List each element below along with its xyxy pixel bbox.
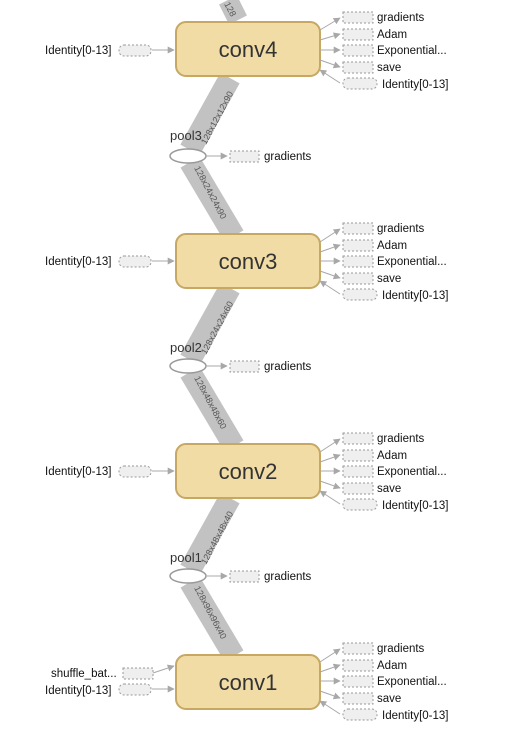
edge-pool1-conv1	[180, 576, 244, 662]
pool2-node[interactable]	[169, 358, 207, 374]
conv4-out-save: save	[377, 62, 401, 74]
conv2-out-adam: Adam	[377, 450, 407, 462]
pool2-out-node[interactable]	[229, 360, 260, 373]
conv1-out-exp-node[interactable]	[342, 675, 374, 688]
conv3-input-label: Identity[0-13]	[45, 256, 111, 268]
conv2-input-node[interactable]	[118, 465, 152, 478]
pool1-node[interactable]	[169, 568, 207, 584]
pool3-block: pool3 gradients	[169, 128, 312, 164]
conv3-out-save-node[interactable]	[342, 272, 374, 285]
conv4-out-adam-node[interactable]	[342, 28, 374, 41]
edge-conv4-pool3	[180, 72, 240, 156]
conv1-block: shuffle_bat... Identity[0-13] conv1 grad…	[45, 642, 448, 722]
conv3-input-node[interactable]	[118, 255, 152, 268]
conv1-label: conv1	[219, 670, 278, 695]
conv3-out-gradients-node[interactable]	[342, 222, 374, 235]
conv4-input-label: Identity[0-13]	[45, 45, 111, 57]
conv2-out-gradients: gradients	[377, 433, 425, 445]
conv1-input-identity-node[interactable]	[118, 683, 152, 696]
conv2-out-exp: Exponential...	[377, 466, 447, 478]
conv2-out-gradients-node[interactable]	[342, 432, 374, 445]
conv3-out-adam: Adam	[377, 240, 407, 252]
conv3-out-exp-node[interactable]	[342, 255, 374, 268]
conv1-out-adam-node[interactable]	[342, 659, 374, 672]
conv2-out-adam-node[interactable]	[342, 449, 374, 462]
conv1-out-adam: Adam	[377, 660, 407, 672]
conv1-out-gradients-node[interactable]	[342, 642, 374, 655]
conv4-out-gradients: gradients	[377, 12, 425, 24]
conv3-out-save: save	[377, 273, 401, 285]
conv1-out-save-node[interactable]	[342, 692, 374, 705]
conv1-node[interactable]	[175, 654, 321, 710]
conv3-label: conv3	[219, 249, 278, 274]
conv4-out-exp-node[interactable]	[342, 44, 374, 57]
conv3-out-adam-node[interactable]	[342, 239, 374, 252]
conv1-out-gradients: gradients	[377, 643, 425, 655]
conv2-out-save: save	[377, 483, 401, 495]
edge-top	[219, 0, 247, 25]
conv3-out-gradients: gradients	[377, 223, 425, 235]
conv4-out-identity: Identity[0-13]	[382, 79, 448, 91]
conv4-out-exp: Exponential...	[377, 45, 447, 57]
conv1-out-identity-node[interactable]	[342, 708, 378, 721]
conv4-node[interactable]	[175, 21, 321, 77]
conv1-input-label-shuffle: shuffle_bat...	[51, 668, 117, 680]
conv2-out-identity-node[interactable]	[342, 498, 378, 511]
pool3-out-label: gradients	[264, 151, 312, 163]
conv2-out-identity: Identity[0-13]	[382, 500, 448, 512]
conv4-out-save-node[interactable]	[342, 61, 374, 74]
conv4-out-identity-node[interactable]	[342, 77, 378, 90]
conv3-out-identity-node[interactable]	[342, 288, 378, 301]
edge-pool3-conv3	[180, 156, 244, 242]
conv1-out-exp: Exponential...	[377, 676, 447, 688]
pool2-out-label: gradients	[264, 361, 312, 373]
conv4-block: Identity[0-13] conv4 gradients Adam Expo…	[45, 11, 448, 91]
pool1-block: pool1 gradients	[169, 550, 312, 584]
conv1-input-shuffle-node[interactable]	[122, 667, 154, 680]
pool1-out-label: gradients	[264, 571, 312, 583]
pool1-out-node[interactable]	[229, 570, 260, 583]
conv4-label: conv4	[219, 37, 278, 62]
conv4-out-gradients-node[interactable]	[342, 11, 374, 24]
conv1-input-label-identity: Identity[0-13]	[45, 685, 111, 697]
edge-conv3-pool2	[180, 282, 240, 366]
pool3-out-node[interactable]	[229, 150, 260, 163]
pool3-node[interactable]	[169, 148, 207, 164]
conv1-out-save: save	[377, 693, 401, 705]
pool2-label: pool2	[170, 340, 202, 355]
conv1-out-identity: Identity[0-13]	[382, 710, 448, 722]
conv3-out-identity: Identity[0-13]	[382, 290, 448, 302]
conv4-input-node[interactable]	[118, 44, 152, 57]
pool3-label: pool3	[170, 128, 202, 143]
conv2-out-exp-node[interactable]	[342, 465, 374, 478]
edge-pool2-conv2	[180, 366, 244, 452]
pool1-label: pool1	[170, 550, 202, 565]
conv2-label: conv2	[219, 459, 278, 484]
conv3-out-exp: Exponential...	[377, 256, 447, 268]
conv2-out-save-node[interactable]	[342, 482, 374, 495]
pool2-block: pool2 gradients	[169, 340, 312, 374]
conv2-input-label: Identity[0-13]	[45, 466, 111, 478]
conv2-block: Identity[0-13] conv2 gradients Adam Expo…	[45, 432, 448, 512]
edge-conv2-pool1	[180, 492, 240, 576]
thick-edges	[180, 0, 247, 662]
conv4-out-adam: Adam	[377, 29, 407, 41]
conv3-block: Identity[0-13] conv3 gradients Adam Expo…	[45, 222, 448, 302]
